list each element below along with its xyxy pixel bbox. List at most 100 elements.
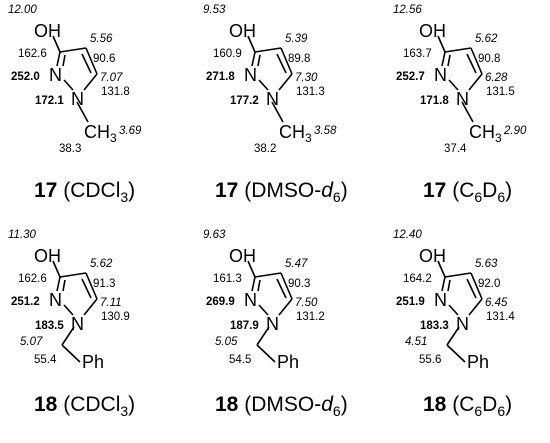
panel-17-cdcl3: OH N N CH3 12.00 162.6 5.56 90.6 252.0 7… — [8, 4, 142, 205]
bond-c4-c5 — [85, 47, 98, 75]
c5-shift: 131.5 — [486, 86, 515, 98]
c4-shift: 90.3 — [288, 278, 310, 290]
molecule-structure — [437, 260, 483, 363]
panel-18-dmso: OH N N Ph 9.63 161.3 5.47 90.3 269.9 7.5… — [203, 229, 348, 419]
bond-c4-c5 — [470, 47, 483, 75]
n2-label: N — [49, 65, 62, 85]
c5-h-shift: 7.50 — [295, 297, 318, 309]
n2-shift: 251.9 — [396, 296, 425, 308]
bond-o-c3 — [247, 260, 256, 278]
bond-ch2-ph — [61, 344, 81, 363]
phenyl-label: Ph — [277, 352, 299, 372]
c4-shift: 91.3 — [93, 278, 115, 290]
ch2-h-shift: 4.51 — [405, 336, 427, 348]
bond-c3-n2 — [251, 276, 256, 292]
n2-shift: 252.7 — [396, 71, 425, 83]
n2-label: N — [244, 290, 257, 310]
molecule-structure — [52, 35, 98, 123]
compound-caption: 18 (CDCl3) — [34, 393, 135, 419]
shift-values: 12.56 163.7 5.62 90.8 252.7 6.28 131.5 1… — [393, 4, 527, 155]
c5-h-shift: 7.07 — [100, 72, 123, 84]
c3-shift: 164.2 — [403, 273, 432, 285]
n1-label: N — [456, 314, 469, 334]
bond-c5-n1 — [83, 298, 98, 316]
atom-labels: OH N N CH3 — [419, 21, 502, 145]
shift-values: 12.40 164.2 5.63 92.0 251.9 6.45 131.4 1… — [393, 229, 515, 366]
shift-values: 9.63 161.3 5.47 90.3 269.9 7.50 131.2 18… — [203, 229, 325, 366]
n1-shift: 171.8 — [420, 95, 449, 107]
molecule-structure — [52, 260, 98, 363]
atom-labels: OH N N Ph — [229, 246, 299, 372]
n2-label: N — [244, 65, 257, 85]
n1-shift: 172.1 — [35, 95, 64, 107]
n1-label: N — [266, 89, 279, 109]
bond-n1-sub — [461, 101, 474, 123]
oh-h-shift: 9.53 — [203, 4, 226, 16]
n1-label: N — [71, 314, 84, 334]
panel-18-cdcl3: OH N N Ph 11.30 162.6 5.62 91.3 251.2 7.… — [8, 229, 135, 419]
bond-n1-n2 — [448, 304, 459, 316]
n1-label: N — [266, 314, 279, 334]
bond-c3-n2 — [56, 276, 61, 292]
c4-shift: 92.0 — [478, 278, 500, 290]
sub-h-shift: 3.58 — [314, 125, 337, 137]
c4-shift: 90.8 — [478, 53, 500, 65]
n1-shift: 177.2 — [230, 95, 259, 107]
oh-h-shift: 12.56 — [393, 4, 422, 16]
bond-c3-c4 — [444, 47, 472, 53]
bond-c4-c5-inner — [81, 53, 92, 74]
bond-n1-n2 — [63, 79, 74, 91]
n2-shift: 271.8 — [206, 71, 235, 83]
c4-shift: 89.8 — [288, 53, 310, 65]
bond-n1-sub — [76, 101, 89, 123]
c4-h-shift: 5.47 — [285, 258, 308, 270]
bond-c4-c5 — [280, 47, 293, 75]
n1-label: N — [456, 89, 469, 109]
sub-h-shift: 3.69 — [119, 125, 142, 137]
bond-c4-c5-inner — [466, 278, 477, 299]
c5-h-shift: 6.28 — [485, 72, 508, 84]
phenyl-label: Ph — [82, 352, 104, 372]
c5-shift: 131.2 — [296, 311, 325, 323]
compound-caption: 17 (DMSO-d6) — [215, 179, 348, 205]
bond-c5-n1 — [468, 298, 483, 316]
bond-ch2-ph — [256, 344, 276, 363]
c4-h-shift: 5.62 — [475, 33, 498, 45]
bond-c3-n2-inner — [447, 279, 451, 292]
bond-c3-c4 — [59, 272, 87, 278]
bond-c4-c5-inner — [466, 53, 477, 74]
bond-n1-sub — [271, 101, 284, 123]
sub-c-shift: 38.2 — [254, 143, 276, 155]
c3-shift: 161.3 — [213, 273, 242, 285]
bond-o-c3 — [52, 35, 61, 53]
n2-shift: 252.0 — [11, 71, 40, 83]
bond-c3-n2-inner — [447, 54, 451, 67]
n2-label: N — [434, 65, 447, 85]
oh-h-shift: 12.00 — [8, 4, 37, 16]
bond-c4-c5-inner — [81, 278, 92, 299]
bond-c3-c4 — [254, 272, 282, 278]
bond-c3-c4 — [444, 272, 472, 278]
bond-o-c3 — [52, 260, 61, 278]
n1-shift: 183.3 — [420, 320, 449, 332]
panel-17-c6d6: OH N N CH3 12.56 163.7 5.62 90.8 252.7 6… — [393, 4, 527, 205]
panel-18-c6d6: OH N N Ph 12.40 164.2 5.63 92.0 251.9 6.… — [393, 229, 515, 419]
hydroxyl-label: OH — [419, 246, 446, 266]
hydroxyl-label: OH — [419, 21, 446, 41]
bond-n1-ch2 — [256, 326, 270, 346]
hydroxyl-label: OH — [229, 246, 256, 266]
c3-shift: 162.6 — [18, 48, 47, 60]
c3-shift: 160.9 — [213, 48, 242, 60]
bond-c3-n2 — [251, 51, 256, 67]
n1-label: N — [71, 89, 84, 109]
methyl-label: CH3 — [84, 122, 117, 145]
hydroxyl-label: OH — [34, 246, 61, 266]
bond-c3-c4 — [59, 47, 87, 53]
panel-17-dmso: OH N N CH3 9.53 160.9 5.39 89.8 271.8 7.… — [203, 4, 348, 205]
n2-shift: 251.2 — [11, 296, 40, 308]
oh-h-shift: 12.40 — [393, 229, 422, 241]
bond-c4-c5 — [470, 272, 483, 300]
c5-shift: 130.9 — [101, 311, 130, 323]
bond-c3-n2 — [441, 276, 446, 292]
c4-h-shift: 5.62 — [90, 258, 113, 270]
